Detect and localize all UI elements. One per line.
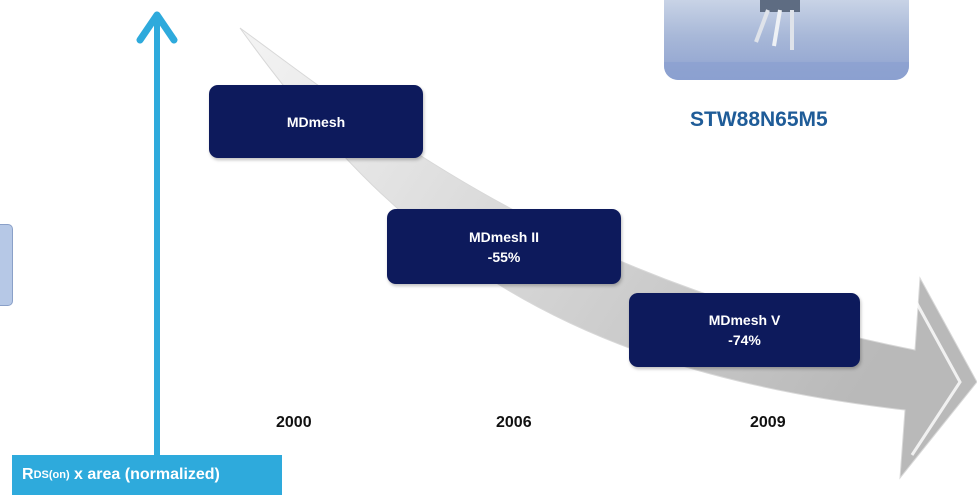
year-label: 2006 [496, 414, 532, 431]
axis-label-subscript: DS(on) [33, 469, 70, 481]
part-number-label: STW88N65M5 [690, 108, 828, 131]
axis-label-main: R [22, 466, 34, 483]
milestone-box-mdmesh: MDmesh [209, 85, 423, 158]
up-arrow-icon [136, 11, 178, 44]
milestone-box-mdmesh-v: MDmesh V -74% [629, 293, 860, 367]
milestone-name: MDmesh V [708, 312, 781, 328]
year-label: 2009 [750, 414, 786, 431]
side-tab [0, 224, 13, 306]
transistor-photo [664, 0, 909, 80]
axis-label-suffix: x area (normalized) [69, 466, 220, 483]
year-label: 2000 [276, 414, 312, 431]
milestone-reduction: -55% [487, 248, 521, 265]
milestone-name: MDmesh [286, 113, 346, 130]
milestone-name: MDmesh II [468, 228, 539, 245]
milestone-reduction: -74% [728, 332, 761, 348]
milestone-box-mdmesh-ii: MDmesh II -55% [387, 209, 621, 284]
